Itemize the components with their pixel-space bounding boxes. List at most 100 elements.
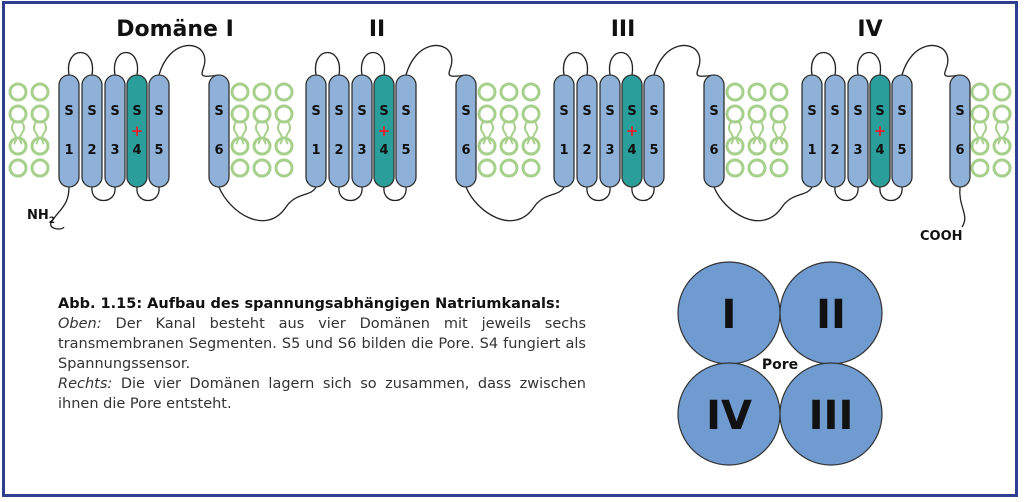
extracellular-loop (360, 51, 386, 76)
segment-s6: S6 (703, 74, 725, 188)
lipid-head (521, 158, 541, 178)
segment-s6: S6 (208, 74, 230, 188)
segment-prefix: S (154, 104, 163, 119)
segment-number: 6 (955, 143, 964, 158)
segment-body (621, 74, 643, 188)
segment-s2: S2 (824, 74, 846, 188)
lipid-head (521, 82, 541, 102)
pore-domain-label: II (816, 292, 846, 338)
lipid-head (274, 104, 294, 124)
lipid-tail (255, 121, 261, 145)
lipid-head (769, 158, 789, 178)
lipid-tail (780, 121, 786, 145)
segment-body (81, 74, 103, 188)
segment-body (643, 74, 665, 188)
segment-prefix: S (357, 104, 366, 119)
segment-number: 1 (64, 143, 73, 158)
lipid-tail (285, 121, 291, 145)
segment-number: 6 (214, 143, 223, 158)
domain-title: II (369, 17, 385, 42)
lipid-head (477, 158, 497, 178)
lipid-head (970, 136, 990, 156)
segment-s4: S+4 (869, 74, 891, 188)
lipid-tail (502, 121, 508, 145)
segment-body (305, 74, 327, 188)
segment-body (824, 74, 846, 188)
pore-loop (158, 44, 220, 77)
caption-right-text: Die vier Domänen lagern sich so zusammen… (58, 376, 586, 412)
lipid-head (230, 158, 250, 178)
lipid-head (769, 82, 789, 102)
segment-number: 1 (559, 143, 568, 158)
segment-s6: S6 (949, 74, 971, 188)
intracellular-loop (383, 186, 407, 202)
lipid-head (992, 136, 1012, 156)
segment-s5: S5 (891, 74, 913, 188)
lipid-tail (524, 121, 530, 145)
lipid-head (499, 82, 519, 102)
lipid-tail (532, 121, 538, 145)
lipid-head (274, 158, 294, 178)
segment-number: 4 (627, 143, 636, 158)
connecting-loops (50, 44, 966, 230)
pore-label: Pore (762, 357, 798, 373)
caption-top-label: Oben: (58, 316, 102, 332)
lipid-head (769, 136, 789, 156)
extracellular-loop (562, 51, 589, 76)
domain-title: III (611, 17, 636, 42)
segment-number: 2 (582, 143, 591, 158)
extracellular-loop (856, 51, 882, 76)
domain-linker (218, 186, 317, 222)
segment-body (104, 74, 126, 188)
segment-s1: S1 (58, 74, 80, 188)
segment-s1: S1 (801, 74, 823, 188)
segment-prefix: S (461, 104, 470, 119)
lipid-head (992, 82, 1012, 102)
pore-loop (653, 44, 715, 77)
segment-number: 3 (110, 143, 119, 158)
lipid-tail (758, 121, 764, 145)
lipid-head (477, 82, 497, 102)
segment-prefix: S (955, 104, 964, 119)
voltage-sensor-plus: + (626, 122, 639, 140)
lipid-tail (263, 121, 269, 145)
segment-body (869, 74, 891, 188)
caption-top-text: Der Kanal besteht aus vier Domänen mit j… (58, 316, 586, 372)
segment-body (847, 74, 869, 188)
segment-s5: S5 (395, 74, 417, 188)
domain-linker (713, 186, 813, 222)
caption-right-label: Rechts: (58, 376, 113, 392)
lipid-head (992, 104, 1012, 124)
c-terminus-label: COOH (920, 229, 963, 244)
lipid-tail (1003, 121, 1009, 145)
lipid-head (992, 158, 1012, 178)
lipid-head (8, 158, 28, 178)
lipid-head (725, 104, 745, 124)
lipid-head (499, 104, 519, 124)
lipid-tail (981, 121, 987, 145)
segment-number: 2 (830, 143, 839, 158)
segment-body (576, 74, 598, 188)
lipid-head (521, 136, 541, 156)
domain-circle-III (779, 362, 883, 466)
lipid-head (970, 82, 990, 102)
voltage-sensor-plus: + (874, 122, 887, 140)
intracellular-loop (91, 186, 116, 202)
lipid-head (30, 104, 50, 124)
segment-number: 5 (154, 143, 163, 158)
segment-prefix: S (709, 104, 718, 119)
intracellular-loop (879, 186, 903, 202)
lipid-tail (233, 121, 239, 145)
figure-caption: Abb. 1.15: Aufbau des spannungsabhängige… (58, 294, 586, 414)
lipid-tail (480, 121, 486, 145)
segment-s4: S+4 (373, 74, 395, 188)
lipid-head (252, 136, 272, 156)
lipid-head (970, 104, 990, 124)
lipid-head (30, 158, 50, 178)
voltage-sensor-plus: + (131, 122, 144, 140)
segment-prefix: S (311, 104, 320, 119)
segment-s3: S3 (847, 74, 869, 188)
lipid-tail (11, 121, 17, 145)
segment-prefix: S (64, 104, 73, 119)
segment-prefix: S (875, 104, 884, 119)
